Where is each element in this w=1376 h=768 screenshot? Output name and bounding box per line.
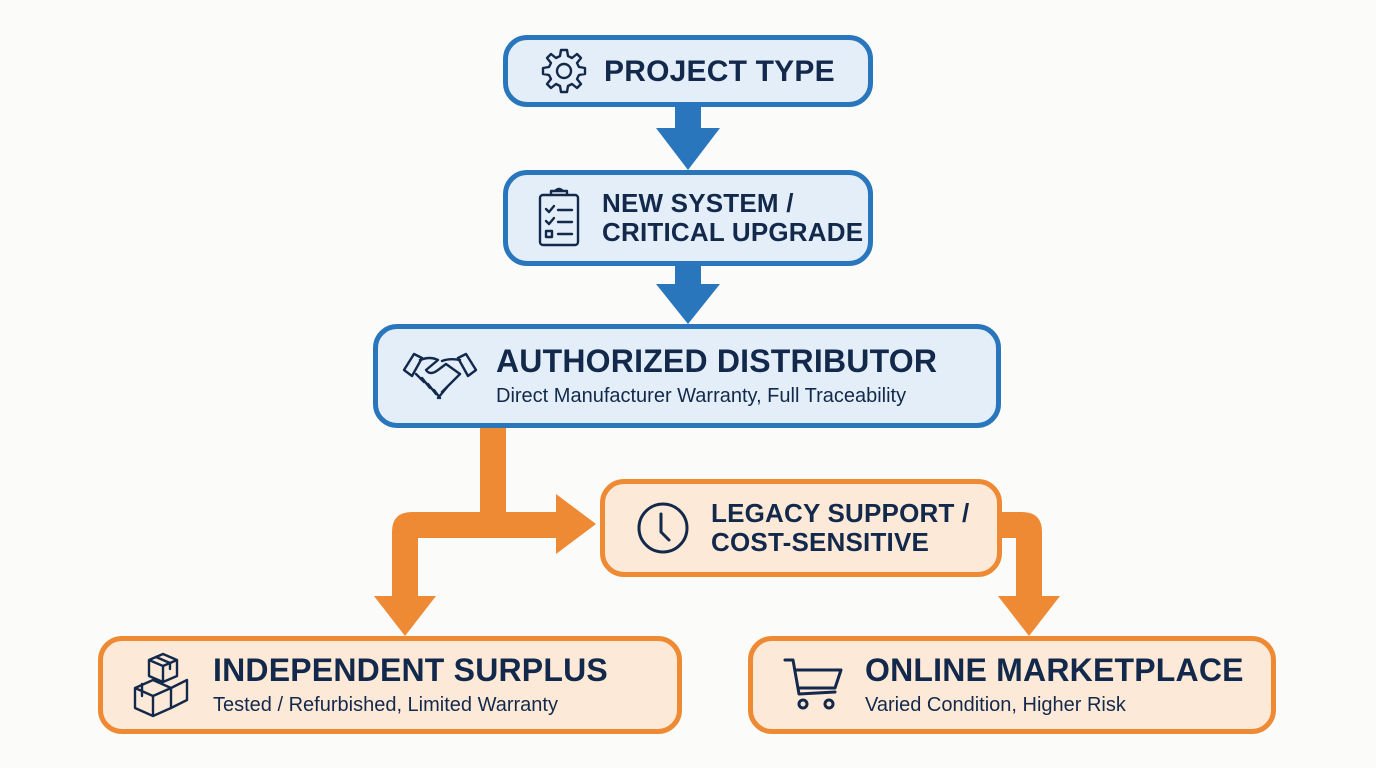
handshake-icon [400, 348, 480, 404]
shopping-cart-icon [783, 656, 843, 714]
node-subtitle: Varied Condition, Higher Risk [865, 693, 1126, 716]
node-independent-surplus: INDEPENDENT SURPLUS Tested / Refurbished… [98, 636, 682, 734]
node-title: ONLINE MARKETPLACE [865, 652, 1244, 689]
clipboard-checklist-icon [534, 187, 584, 249]
node-title-line1: LEGACY SUPPORT / [711, 498, 970, 529]
boxes-icon [131, 652, 191, 718]
node-new-system: NEW SYSTEM / CRITICAL UPGRADE [503, 170, 873, 266]
node-title-line1: NEW SYSTEM / [602, 188, 794, 219]
arrow-legacy-to-marketplace [998, 512, 1060, 636]
arrow-project-to-new-system [656, 104, 720, 170]
node-title-line2: COST-SENSITIVE [711, 527, 930, 557]
node-online-marketplace: ONLINE MARKETPLACE Varied Condition, Hig… [748, 636, 1276, 734]
node-subtitle: Direct Manufacturer Warranty, Full Trace… [496, 384, 907, 407]
node-title-line2: CRITICAL UPGRADE [602, 217, 864, 247]
clock-icon [635, 500, 691, 556]
node-title: AUTHORIZED DISTRIBUTOR [496, 343, 938, 380]
gear-icon [538, 47, 590, 95]
node-legacy-support: LEGACY SUPPORT / COST-SENSITIVE [600, 479, 1002, 577]
node-title: INDEPENDENT SURPLUS [213, 652, 608, 689]
arrow-new-system-to-authorized [656, 262, 720, 324]
node-project-type: PROJECT TYPE [503, 35, 873, 107]
node-title: PROJECT TYPE [604, 54, 835, 88]
node-subtitle: Tested / Refurbished, Limited Warranty [213, 693, 558, 716]
arrow-authorized-to-legacy-and-surplus [374, 424, 596, 636]
node-authorized-distributor: AUTHORIZED DISTRIBUTOR Direct Manufactur… [373, 324, 1001, 428]
